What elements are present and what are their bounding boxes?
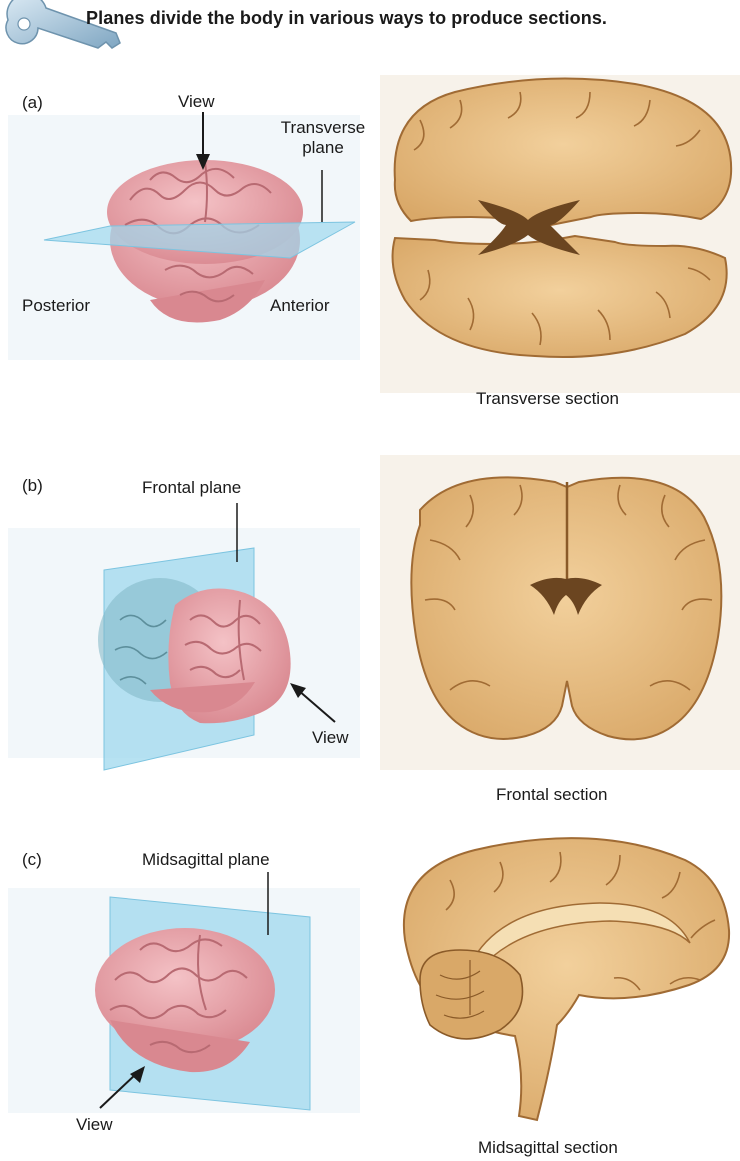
anterior-label: Anterior bbox=[270, 296, 330, 316]
panel-c-view-label: View bbox=[76, 1115, 113, 1135]
panel-b-diagram bbox=[8, 503, 360, 770]
transverse-plane-label: Transverse plane bbox=[276, 118, 370, 158]
midsagittal-section-caption: Midsagittal section bbox=[478, 1138, 618, 1158]
panel-c-diagram bbox=[8, 872, 360, 1113]
midsagittal-plane-label: Midsagittal plane bbox=[142, 850, 270, 870]
page-title: Planes divide the body in various ways t… bbox=[86, 8, 607, 29]
panel-a-view-label: View bbox=[178, 92, 215, 112]
midsagittal-section-specimen bbox=[380, 828, 740, 1128]
frontal-section-caption: Frontal section bbox=[496, 785, 608, 805]
frontal-section-specimen bbox=[380, 455, 740, 770]
transverse-section-specimen bbox=[380, 75, 740, 393]
panel-b-letter: (b) bbox=[22, 476, 43, 496]
panel-b-view-label: View bbox=[312, 728, 349, 748]
panel-c-letter: (c) bbox=[22, 850, 42, 870]
transverse-section-caption: Transverse section bbox=[476, 389, 619, 409]
transverse-plane-label-line1: Transverse bbox=[276, 118, 370, 138]
frontal-plane-label: Frontal plane bbox=[142, 478, 241, 498]
transverse-plane-label-line2: plane bbox=[276, 138, 370, 158]
panel-a-letter: (a) bbox=[22, 93, 43, 113]
posterior-label: Posterior bbox=[22, 296, 90, 316]
